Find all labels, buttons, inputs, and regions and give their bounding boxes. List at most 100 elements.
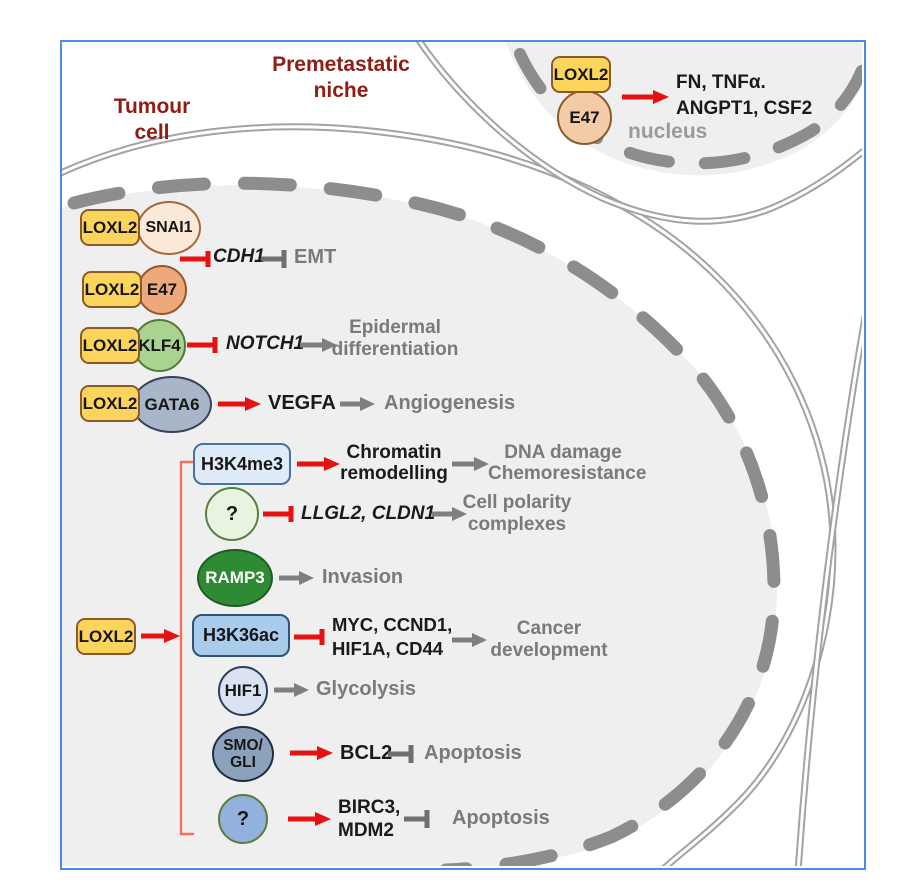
klf4-node: KLF4: [133, 319, 186, 372]
epidermal-outcome-line1: Epidermal: [349, 317, 441, 338]
snai1-node: SNAI1: [137, 201, 201, 255]
tumour-membrane-inner: [62, 125, 835, 866]
chromatin-line2: remodelling: [340, 463, 448, 484]
smo-gli-node: SMO/ GLI: [212, 726, 274, 782]
e47-node: E47: [137, 265, 187, 315]
gata6-loxl2-node: LOXL2: [80, 385, 140, 422]
premetastatic-niche-label-line1: Premetastatic: [272, 53, 410, 76]
cdh1-gene-label: CDH1: [213, 246, 265, 267]
birc3-line2: MDM2: [338, 820, 394, 841]
h3k36ac-target-genes: MYC, CCND1, HIF1A, CD44: [332, 613, 452, 661]
apoptosis-outcome-label: Apoptosis: [424, 742, 522, 764]
snai1-label: SNAI1: [145, 219, 193, 236]
niche-loxl2-label: LOXL2: [553, 64, 609, 84]
snai1-loxl2-label: LOXL2: [82, 217, 138, 237]
tumour-cell-label-line2: cell: [134, 121, 170, 144]
red-arrow-icon: [297, 456, 341, 472]
red-inhibit-icon: [263, 505, 295, 523]
niche-target-genes-line1: FN, TNFα.: [676, 72, 766, 93]
hif1-label: HIF1: [224, 681, 262, 700]
ramp3-node: RAMP3: [197, 549, 273, 607]
gray-inhibit-icon: [404, 809, 432, 829]
klf4-loxl2-label: LOXL2: [82, 335, 138, 355]
red-inhibit-icon: [180, 250, 212, 268]
cancer-outcome-line2: development: [490, 640, 608, 661]
e47-loxl2-node: LOXL2: [82, 271, 142, 308]
niche-loxl2-node: LOXL2: [551, 56, 611, 93]
cancer-development-outcome: Cancer development: [490, 618, 608, 662]
gray-arrow-icon: [300, 337, 338, 353]
red-arrow-icon: [290, 745, 334, 761]
niche-target-genes-line2: ANGPT1, CSF2: [676, 98, 813, 119]
gray-arrow-icon: [274, 682, 310, 698]
invasion-outcome-label: Invasion: [322, 566, 404, 588]
hif1-node: HIF1: [218, 666, 268, 716]
epidermal-differentiation-outcome: Epidermal differentiation: [330, 317, 460, 361]
tumour-cell-label-line1: Tumour: [113, 95, 191, 118]
e47-loxl2-label: LOXL2: [84, 279, 140, 299]
cell-polarity-outcome: Cell polarity complexes: [458, 492, 576, 536]
gata6-label: GATA6: [144, 394, 200, 414]
h3k36ac-targets-line1: MYC, CCND1,: [332, 614, 453, 635]
gray-inhibit-icon: [261, 249, 289, 269]
red-inhibit-icon: [187, 336, 219, 354]
red-arrow-icon: [288, 811, 332, 827]
right-membrane-inner: [796, 325, 862, 866]
unknown-blue-node: ?: [218, 794, 268, 844]
hub-loxl2-node: LOXL2: [76, 618, 136, 655]
niche-e47-node: E47: [557, 90, 612, 145]
gray-arrow-icon: [432, 506, 468, 522]
chromatin-line1: Chromatin: [346, 442, 442, 463]
gray-inhibit-icon: [388, 744, 416, 764]
loxl2-bracket: [179, 460, 194, 836]
chromatin-remodelling-effect: Chromatin remodelling: [340, 442, 448, 484]
klf4-label: KLF4: [138, 335, 181, 355]
birc3-line1: BIRC3,: [338, 797, 401, 818]
tumour-nucleus-dashes: [67, 176, 781, 866]
red-inhibit-icon: [294, 628, 326, 646]
ramp3-label: RAMP3: [205, 568, 265, 587]
epidermal-outcome-line2: differentiation: [331, 339, 459, 360]
gata6-node: GATA6: [132, 376, 212, 433]
unknown-green-label: ?: [225, 502, 239, 525]
notch1-gene-label: NOTCH1: [226, 333, 305, 354]
snai1-loxl2-node: LOXL2: [80, 209, 140, 246]
bcl2-target-label: BCL2: [340, 742, 393, 764]
red-arrow-icon: [218, 396, 262, 412]
dna-damage-line2: Chemoresistance: [488, 463, 647, 484]
gray-arrow-icon: [452, 632, 488, 648]
premetastatic-niche-label: Premetastatic niche: [268, 52, 414, 104]
niche-target-genes: FN, TNFα. ANGPT1, CSF2: [676, 70, 812, 122]
h3k36ac-node: H3K36ac: [192, 614, 290, 657]
niche-membrane-inner: [418, 42, 862, 223]
h3k36ac-targets-line2: HIF1A, CD44: [332, 638, 444, 659]
gray-arrow-icon: [340, 396, 376, 412]
dna-damage-outcome: DNA damage Chemoresistance: [488, 442, 647, 484]
angiogenesis-outcome-label: Angiogenesis: [384, 392, 516, 414]
cell-polarity-line2: complexes: [467, 514, 567, 535]
klf4-loxl2-node: LOXL2: [80, 327, 140, 364]
gray-arrow-icon: [279, 570, 315, 586]
premetastatic-niche-label-line2: niche: [313, 79, 369, 102]
e47-label: E47: [146, 280, 178, 299]
smo-gli-label-line1: SMO/: [223, 737, 263, 754]
llgl2-cldn1-gene-label: LLGL2, CLDN1: [301, 503, 436, 524]
red-arrow-icon: [622, 89, 670, 105]
h3k36ac-label: H3K36ac: [202, 625, 280, 645]
dna-damage-line1: DNA damage: [504, 442, 622, 463]
vegfa-target-label: VEGFA: [268, 392, 336, 414]
emt-outcome-label: EMT: [294, 246, 337, 268]
gray-arrow-icon: [452, 456, 490, 472]
hub-loxl2-label: LOXL2: [78, 626, 134, 646]
red-arrow-icon: [141, 628, 181, 644]
figure-frame: [60, 40, 866, 870]
cell-polarity-line1: Cell polarity: [462, 492, 572, 513]
cancer-outcome-line1: Cancer: [516, 618, 582, 639]
unknown-blue-label: ?: [236, 807, 250, 830]
birc3-mdm2-targets: BIRC3, MDM2: [338, 796, 400, 842]
tumour-cell-label: Tumour cell: [100, 94, 204, 146]
glycolysis-outcome-label: Glycolysis: [316, 678, 417, 700]
niche-e47-label: E47: [569, 107, 600, 127]
niche-nucleus-label: nucleus: [628, 120, 708, 143]
